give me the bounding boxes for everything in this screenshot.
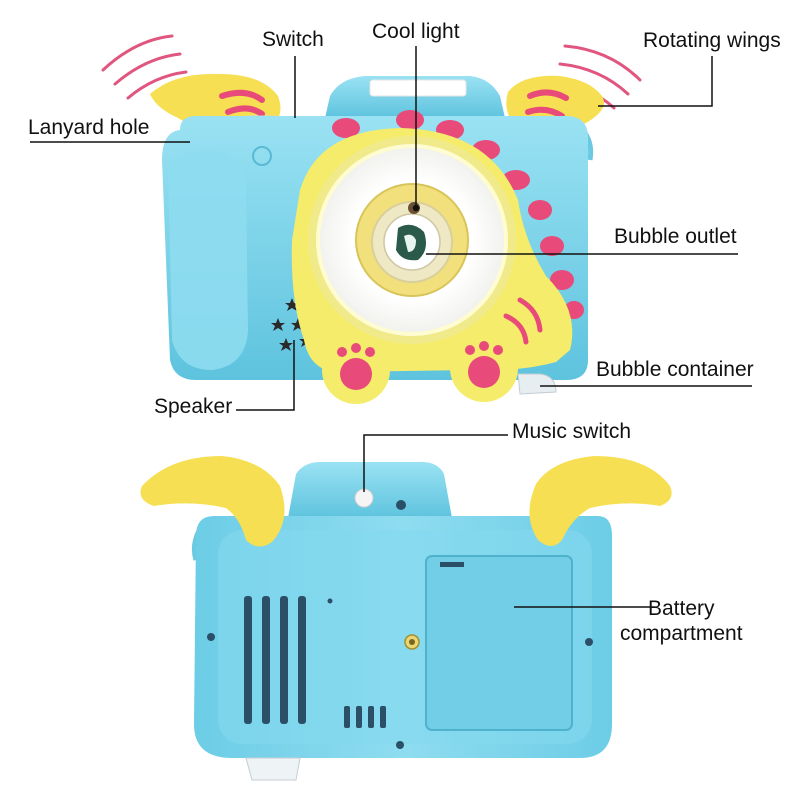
leader-rotating-wings — [598, 56, 713, 107]
label-battery-line1: Battery — [648, 597, 715, 620]
leader-music-switch — [363, 434, 508, 492]
back-small-vents — [344, 706, 386, 728]
dino-spikes — [332, 110, 584, 319]
battery-compartment-cover — [425, 555, 573, 731]
paw-right — [450, 334, 518, 402]
paw-left — [322, 336, 390, 404]
label-rotating-wings: Rotating wings — [643, 29, 781, 52]
back-bubble-container — [245, 757, 301, 781]
label-battery-line2: compartment — [620, 622, 743, 645]
camera-grip — [168, 150, 248, 370]
bubble-container — [517, 373, 557, 395]
cool-light-strip — [369, 79, 467, 97]
back-top-hump — [288, 462, 452, 518]
label-switch: Switch — [262, 28, 324, 51]
left-wing-back — [140, 456, 285, 547]
front-logo — [252, 146, 272, 166]
motion-arcs-left — [101, 34, 188, 100]
label-cool-light: Cool light — [372, 20, 460, 43]
back-screw-holes — [207, 598, 593, 749]
back-speaker-grille — [244, 596, 306, 724]
label-lanyard-hole: Lanyard hole — [28, 116, 150, 139]
leader-lines — [30, 46, 752, 608]
leader-speaker — [236, 340, 295, 411]
label-battery-compartment: Battery compartment — [620, 596, 743, 646]
label-speaker: Speaker — [154, 395, 233, 418]
label-bubble-container: Bubble container — [596, 358, 754, 381]
right-wing-back — [529, 456, 672, 546]
label-music-switch: Music switch — [512, 420, 632, 443]
label-bubble-outlet: Bubble outlet — [614, 225, 737, 248]
